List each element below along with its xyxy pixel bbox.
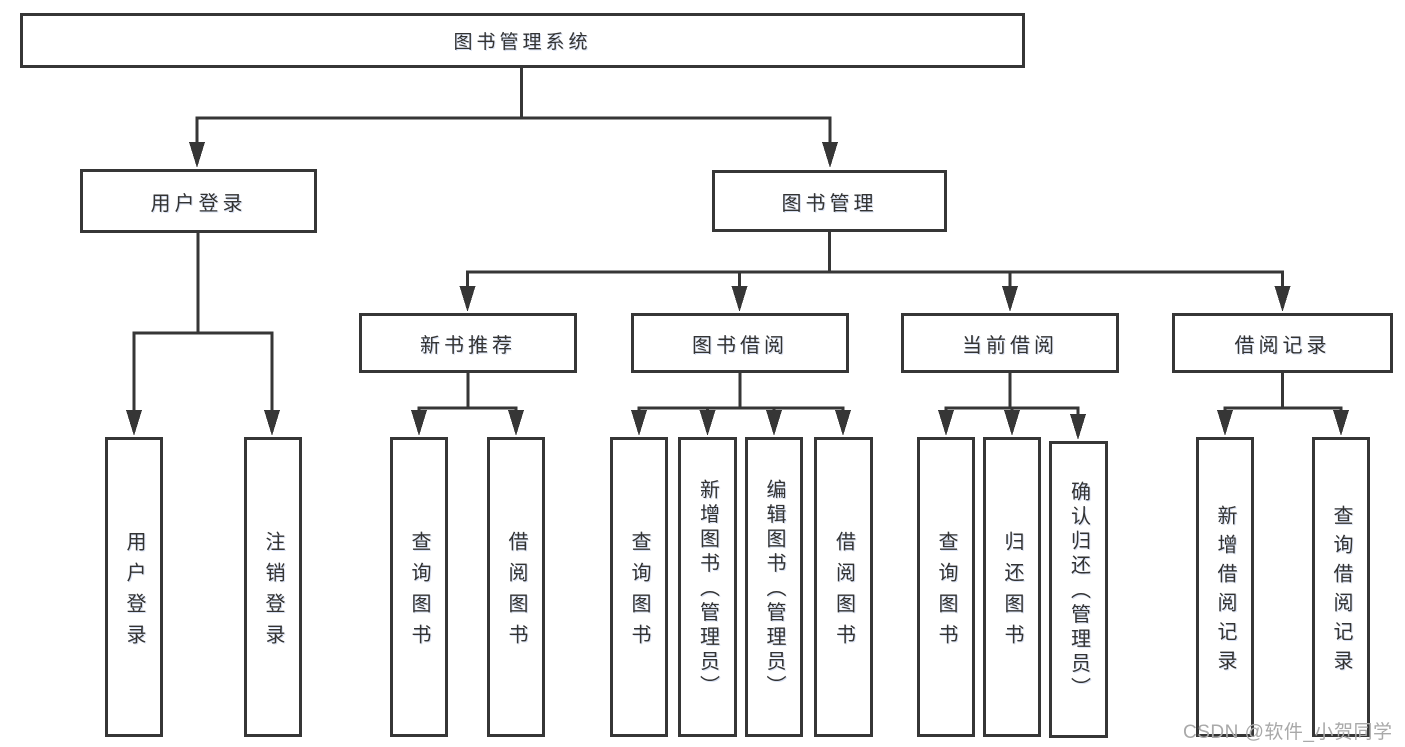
node-label: 用户登录 <box>150 192 247 215</box>
leaf-borrow-books-2: 借阅图书 <box>814 437 873 737</box>
arrow-down-icon <box>835 410 851 436</box>
leaf-label: 编辑图书（管理员） <box>763 478 785 700</box>
arrow-down-icon <box>126 410 142 436</box>
arrow-down-icon <box>1002 286 1018 312</box>
leaf-label: 用户登录 <box>123 530 145 655</box>
leaf-edit-books-admin: 编辑图书（管理员） <box>745 437 803 737</box>
leaf-label: 借阅图书 <box>505 530 527 655</box>
arrow-down-icon <box>264 410 280 436</box>
leaf-label: 新增图书（管理员） <box>696 478 719 700</box>
leaf-return-books: 归还图书 <box>983 437 1041 737</box>
csdn-watermark: CSDN @软件_小贺同学 <box>1183 722 1393 743</box>
leaf-label: 确认归还（管理员） <box>1067 481 1090 702</box>
arrow-down-icon <box>731 286 748 312</box>
leaf-query-books-3: 查询图书 <box>917 437 975 737</box>
arrow-down-icon <box>1070 414 1086 440</box>
leaf-query-books-1: 查询图书 <box>390 437 448 737</box>
leaf-label: 归还图书 <box>1001 530 1023 655</box>
leaf-label: 查询借阅记录 <box>1330 504 1352 679</box>
leaf-label: 注销登录 <box>262 530 284 655</box>
node-label: 借阅记录 <box>1234 334 1331 357</box>
leaf-add-borrow-record: 新增借阅记录 <box>1196 437 1254 737</box>
arrow-down-icon <box>1217 410 1233 436</box>
leaf-label: 新增借阅记录 <box>1214 504 1236 679</box>
leaf-label: 查询图书 <box>408 530 430 655</box>
leaf-confirm-return-admin: 确认归还（管理员） <box>1049 441 1108 738</box>
arrow-down-icon <box>508 410 524 436</box>
arrow-down-icon <box>766 410 782 436</box>
leaf-label: 借阅图书 <box>832 530 855 655</box>
leaf-label: 查询图书 <box>935 530 957 655</box>
arrow-down-icon <box>822 142 838 168</box>
leaf-query-borrow-record: 查询借阅记录 <box>1312 437 1370 737</box>
node-book-management: 图书管理 <box>712 170 947 232</box>
arrow-down-icon <box>699 410 716 436</box>
node-current-borrow: 当前借阅 <box>901 313 1119 373</box>
node-root-library-system: 图书管理系统 <box>20 13 1025 68</box>
node-book-borrow: 图书借阅 <box>631 313 849 373</box>
arrow-down-icon <box>411 410 427 436</box>
leaf-label: 查询图书 <box>628 530 650 655</box>
leaf-user-login: 用户登录 <box>105 437 163 737</box>
arrow-down-icon <box>189 142 205 168</box>
leaf-add-books-admin: 新增图书（管理员） <box>678 437 737 737</box>
leaf-borrow-books-1: 借阅图书 <box>487 437 545 737</box>
node-label: 当前借阅 <box>962 334 1058 357</box>
arrow-down-icon <box>631 410 647 436</box>
arrow-down-icon <box>459 286 476 312</box>
arrow-down-icon <box>1004 410 1020 436</box>
node-borrow-records: 借阅记录 <box>1172 313 1393 373</box>
node-label: 图书管理 <box>781 192 878 215</box>
arrow-down-icon <box>1274 286 1291 312</box>
node-new-book-recommend: 新书推荐 <box>359 313 577 373</box>
node-label: 图书管理系统 <box>453 32 592 53</box>
leaf-logout: 注销登录 <box>244 437 302 737</box>
node-user-login: 用户登录 <box>80 169 317 233</box>
arrow-down-icon <box>938 410 954 436</box>
node-label: 新书推荐 <box>420 334 516 357</box>
arrow-down-icon <box>1333 410 1349 436</box>
node-label: 图书借阅 <box>692 334 788 357</box>
leaf-query-books-2: 查询图书 <box>610 437 668 737</box>
